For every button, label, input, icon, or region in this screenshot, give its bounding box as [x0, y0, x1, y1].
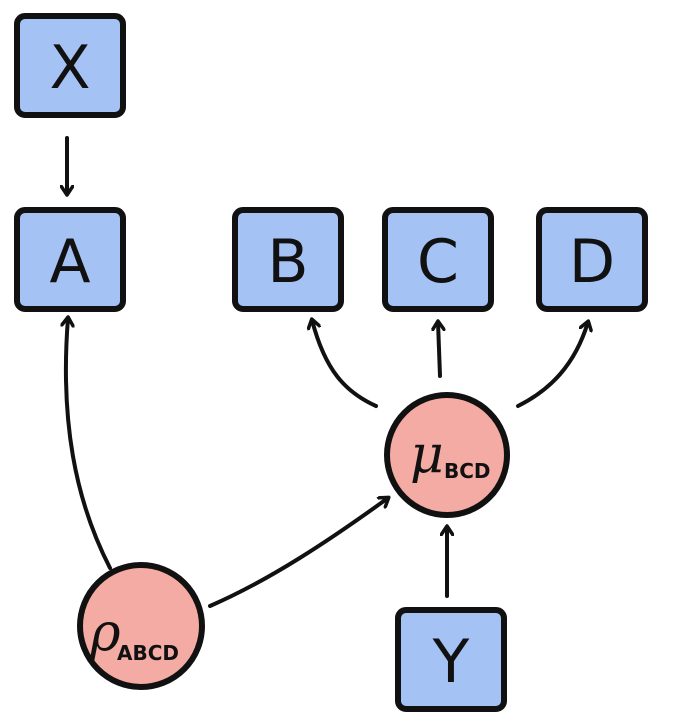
edge-mu-to-d	[516, 322, 588, 408]
svg-text:BCD: BCD	[444, 459, 491, 483]
edges	[66, 136, 588, 608]
svg-text:ABCD: ABCD	[117, 641, 179, 665]
edge-mu-to-c	[438, 322, 440, 378]
node-x: X	[14, 13, 126, 118]
node-c: C	[382, 207, 494, 312]
node-d: D	[536, 207, 648, 312]
node-mu-subscript: BCD	[444, 459, 491, 483]
node-mu-symbol: μ	[410, 425, 444, 485]
node-rho-symbol: ρ	[89, 603, 121, 663]
node-a: A	[14, 207, 126, 312]
node-rho-abcd: ρ ABCD	[77, 562, 205, 690]
node-mu-bcd: μ BCD	[384, 392, 510, 518]
node-rho-subscript: ABCD	[117, 641, 179, 665]
edge-rho-to-mu	[208, 498, 388, 608]
svg-text:ρ: ρ	[89, 603, 121, 663]
node-y: Y	[395, 607, 507, 712]
node-a-label: A	[49, 227, 90, 297]
node-d-label: D	[569, 227, 615, 297]
edge-mu-to-b	[312, 320, 378, 408]
node-y-label: Y	[432, 627, 470, 697]
edge-rho-to-a	[66, 318, 112, 570]
node-b-label: B	[267, 227, 308, 297]
node-b: B	[232, 207, 344, 312]
node-c-label: C	[417, 227, 459, 297]
svg-text:μ: μ	[410, 425, 444, 485]
node-x-label: X	[49, 33, 90, 103]
